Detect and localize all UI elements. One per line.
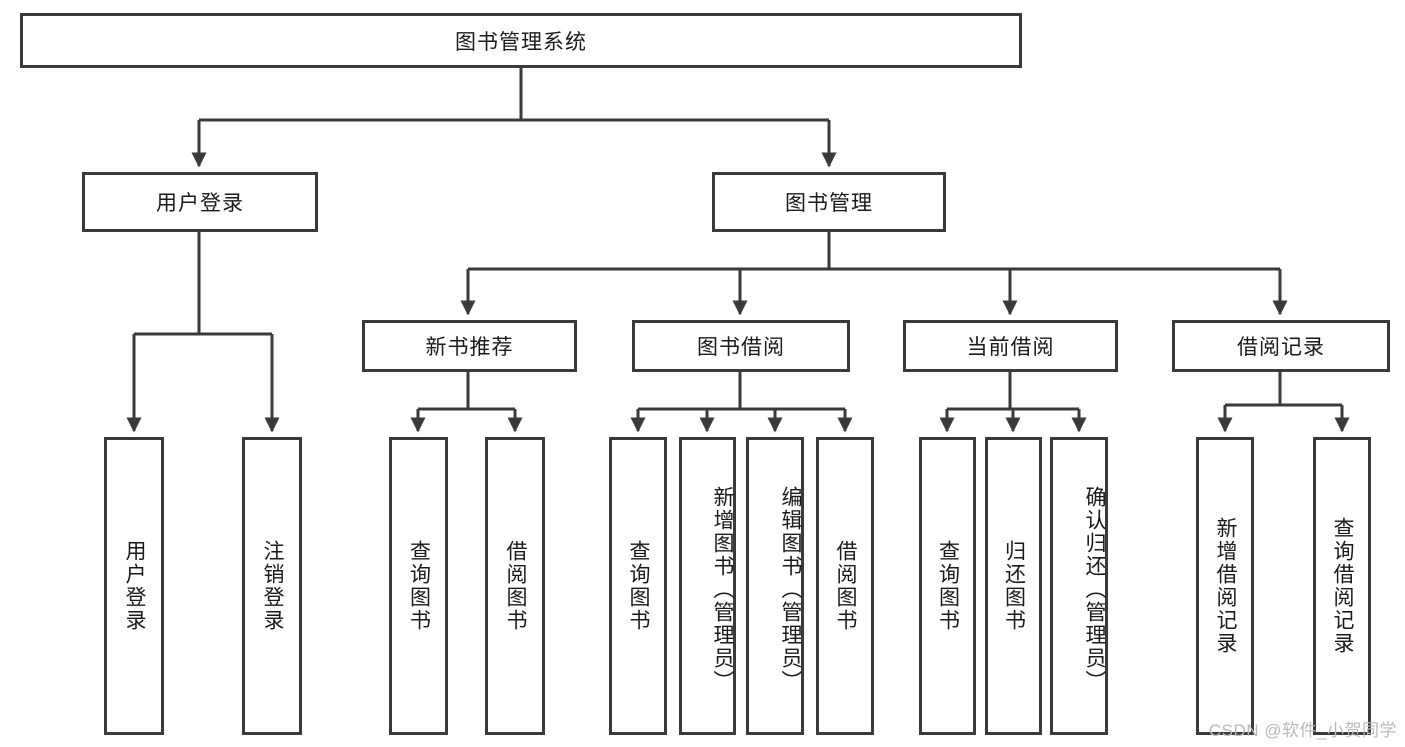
node-new-book-recommend-label: 新书推荐: [425, 336, 514, 359]
leaf-query-book-newbook-label: 查询图书: [407, 540, 431, 632]
node-borrow-record[interactable]: 借阅记录: [1172, 320, 1390, 372]
leaf-return-book[interactable]: 归还图书: [985, 437, 1042, 735]
node-current-borrow-label: 当前借阅: [966, 336, 1055, 359]
leaf-query-book-current-label: 查询图书: [936, 540, 960, 632]
leaf-confirm-return-admin-label: 确认归还（管理员）: [1083, 485, 1106, 693]
node-book-management-label: 图书管理: [785, 192, 873, 215]
leaf-query-borrow-record[interactable]: 查询借阅记录: [1313, 437, 1371, 735]
watermark: CSDN @软件_小贺同学: [1208, 721, 1397, 740]
leaf-add-book-admin[interactable]: 新增图书（管理员）: [679, 437, 736, 735]
leaf-borrow-book[interactable]: 借阅图书: [816, 437, 874, 735]
leaf-borrow-book-newbook[interactable]: 借阅图书: [485, 437, 545, 735]
leaf-user-login-label: 用户登录: [123, 540, 147, 632]
leaf-query-borrow-record-label: 查询借阅记录: [1331, 517, 1355, 655]
leaf-return-book-label: 归还图书: [1002, 540, 1026, 632]
node-current-borrow[interactable]: 当前借阅: [903, 320, 1118, 372]
node-book-borrow[interactable]: 图书借阅: [632, 320, 850, 372]
node-user-login-label: 用户登录: [156, 192, 244, 215]
node-book-management[interactable]: 图书管理: [712, 172, 946, 232]
node-new-book-recommend[interactable]: 新书推荐: [362, 320, 577, 372]
node-root[interactable]: 图书管理系统: [20, 13, 1022, 68]
node-borrow-record-label: 借阅记录: [1237, 336, 1325, 359]
node-book-borrow-label: 图书借阅: [697, 336, 785, 359]
node-root-label: 图书管理系统: [455, 30, 587, 54]
leaf-confirm-return-admin[interactable]: 确认归还（管理员）: [1050, 437, 1108, 735]
leaf-logout-login-label: 注销登录: [261, 540, 285, 632]
leaf-query-book-borrow[interactable]: 查询图书: [609, 437, 667, 735]
leaf-query-book-newbook[interactable]: 查询图书: [389, 437, 448, 735]
leaf-logout-login[interactable]: 注销登录: [242, 437, 302, 735]
leaf-borrow-book-newbook-label: 借阅图书: [504, 540, 528, 632]
node-user-login[interactable]: 用户登录: [82, 172, 318, 232]
leaf-edit-book-admin[interactable]: 编辑图书（管理员）: [746, 437, 804, 735]
leaf-edit-book-admin-label: 编辑图书（管理员）: [779, 485, 802, 693]
leaf-query-book-current[interactable]: 查询图书: [919, 437, 976, 735]
leaf-add-book-admin-label: 新增图书（管理员）: [711, 485, 734, 693]
leaf-user-login[interactable]: 用户登录: [104, 437, 164, 735]
leaf-add-borrow-record-label: 新增借阅记录: [1214, 517, 1238, 655]
leaf-query-book-borrow-label: 查询图书: [627, 540, 651, 632]
leaf-add-borrow-record[interactable]: 新增借阅记录: [1196, 437, 1254, 735]
leaf-borrow-book-label: 借阅图书: [834, 540, 858, 632]
